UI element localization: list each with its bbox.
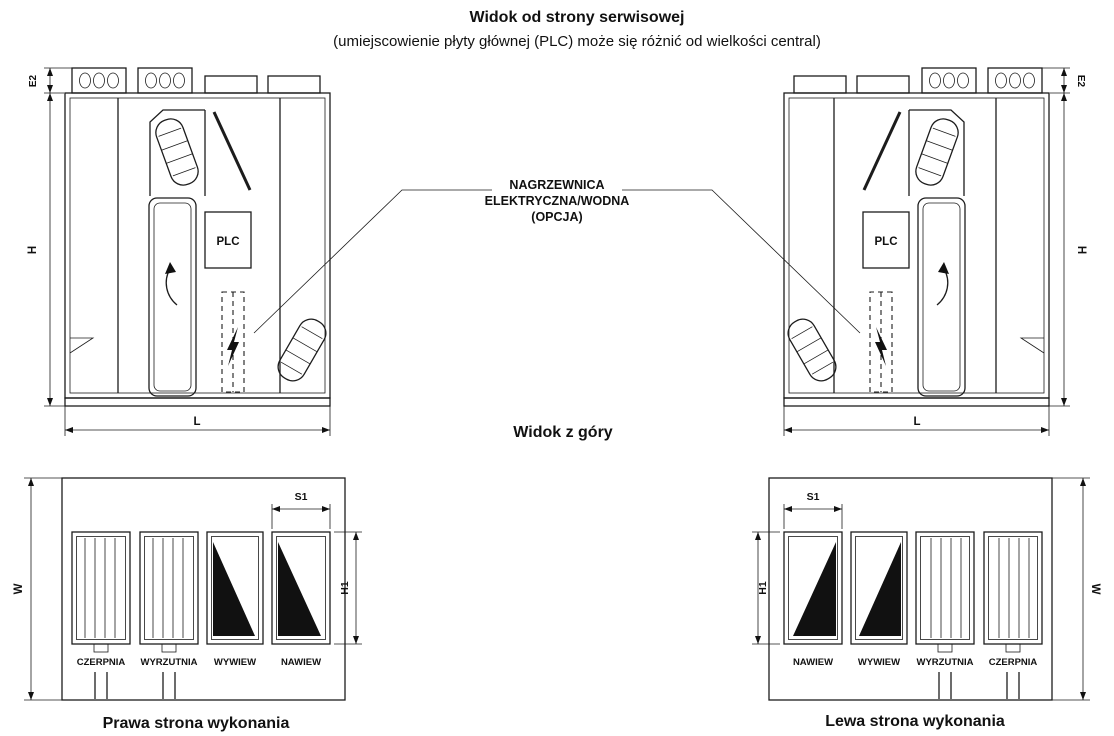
heater-callout-line2: ELEKTRYCZNA/WODNA [485,194,630,208]
dim-label-e2-right: E2 [1075,75,1086,88]
plc-label-right: PLC [875,236,898,248]
port-label-wywiew-left: WYWIEW [214,657,256,668]
front-view-right [781,66,1072,438]
top-view-title: Widok z góry [513,424,613,441]
dim-label-h1-left: H1 [339,581,351,595]
front-view-left [42,66,333,438]
dim-label-l-left: L [193,416,200,428]
port-label-nawiew-right: NAWIEW [793,657,833,668]
port-label-wyrzutnia-left: WYRZUTNIA [141,657,198,668]
dim-label-h-right: H [1075,246,1087,254]
caption-right-version: Prawa strona wykonania [103,715,290,732]
heater-leader-left [253,189,492,334]
dim-label-s1-left: S1 [295,491,308,503]
heater-callout-line3: (OPCJA) [531,210,582,224]
port-label-czerpnia-right: CZERPNIA [989,657,1038,668]
caption-left-version: Lewa strona wykonania [825,713,1005,730]
dim-label-h1-right: H1 [757,581,769,595]
page-title: Widok od strony serwisowej [469,9,684,26]
dim-label-h-left: H [27,246,39,254]
dim-label-w-left: W [13,583,25,594]
port-label-nawiew-left: NAWIEW [281,657,321,668]
dim-label-l-right: L [913,416,920,428]
heater-leader-right [622,189,861,334]
port-label-wywiew-right: WYWIEW [858,657,900,668]
page-subtitle: (umiejscowienie płyty głównej (PLC) może… [333,33,821,50]
port-label-wyrzutnia-right: WYRZUTNIA [917,657,974,668]
dim-label-e2-left: E2 [28,74,39,87]
dim-label-s1-right: S1 [807,491,820,503]
port-label-czerpnia-left: CZERPNIA [77,657,126,668]
dim-label-w-right: W [1089,584,1101,595]
plc-label-left: PLC [217,236,240,248]
heater-callout-line1: NAGRZEWNICA [509,178,604,192]
